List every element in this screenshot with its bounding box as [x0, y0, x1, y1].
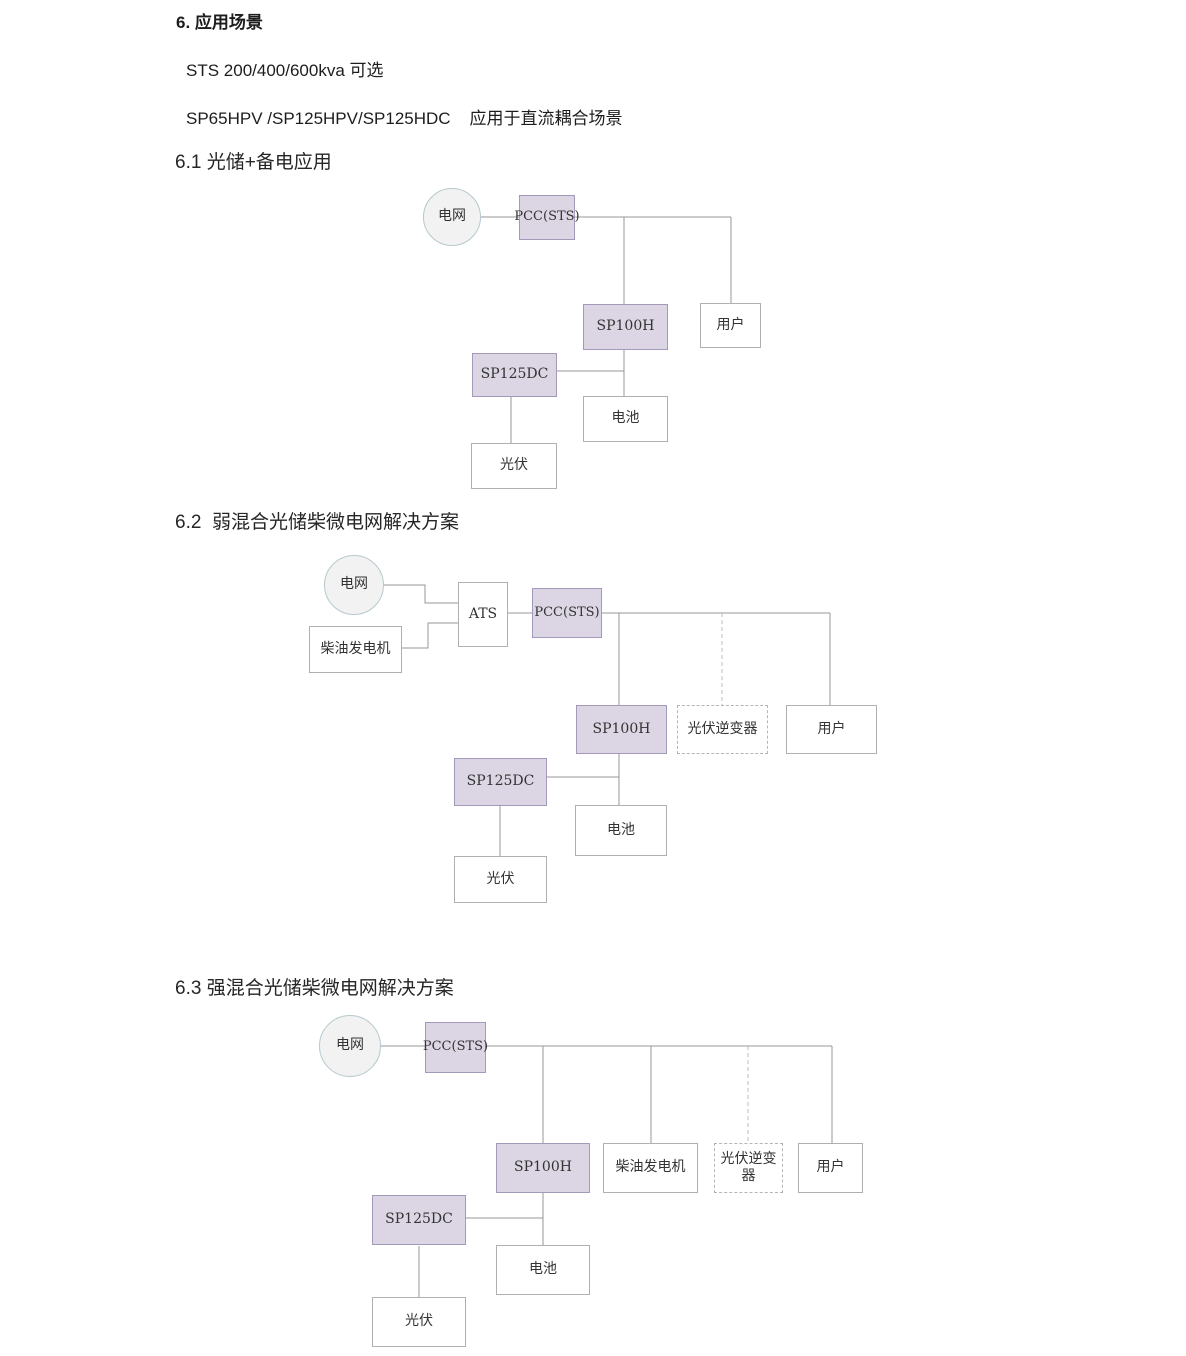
d2-sp100h-box: SP100H: [576, 705, 667, 754]
d1-grid-circle: 电网: [423, 188, 481, 246]
d2-pcc-box: PCC(STS): [532, 588, 602, 638]
d2-user-box: 用户: [786, 705, 877, 754]
d3-diesel-box: 柴油发电机: [603, 1143, 698, 1193]
d2-wire-diesel-ats: [402, 622, 458, 649]
section-6-2-title: 6.2 弱混合光储柴微电网解决方案: [175, 512, 459, 533]
d1-sp100h-box: SP100H: [583, 304, 668, 350]
d1-user-box: 用户: [700, 303, 761, 348]
d2-wire-grid-ats: [384, 584, 458, 604]
d3-pv-inverter-box: 光伏逆变 器: [714, 1143, 783, 1193]
d3-grid-circle: 电网: [319, 1015, 381, 1077]
d2-pv-inverter-box: 光伏逆变器: [677, 705, 768, 754]
d1-battery-box: 电池: [583, 396, 668, 442]
d2-grid-circle: 电网: [324, 555, 384, 615]
d1-sp125dc-box: SP125DC: [472, 353, 557, 397]
d3-pv-box: 光伏: [372, 1297, 466, 1347]
d3-user-box: 用户: [798, 1143, 863, 1193]
d1-pcc-box: PCC(STS): [514, 195, 580, 240]
d3-battery-box: 电池: [496, 1245, 590, 1295]
section-6-3-title: 6.3 强混合光储柴微电网解决方案: [175, 978, 454, 999]
d2-ats-box: ATS: [458, 582, 508, 647]
d3-sp100h-box: SP100H: [496, 1143, 590, 1193]
sp-models-line: SP65HPV /SP125HPV/SP125HDC 应用于直流耦合场景: [186, 109, 623, 128]
d1-pv-box: 光伏: [471, 443, 557, 489]
d2-diesel-box: 柴油发电机: [309, 626, 402, 673]
d2-sp125dc-box: SP125DC: [454, 758, 547, 806]
d3-pcc-box: PCC(STS): [423, 1022, 488, 1073]
sts-options-line: STS 200/400/600kva 可选: [186, 61, 384, 80]
d2-pv-box: 光伏: [454, 856, 547, 903]
page-title: 6. 应用场景: [176, 13, 263, 32]
d2-battery-box: 电池: [575, 805, 667, 856]
d3-sp125dc-box: SP125DC: [372, 1195, 466, 1245]
section-6-1-title: 6.1 光储+备电应用: [175, 152, 332, 173]
